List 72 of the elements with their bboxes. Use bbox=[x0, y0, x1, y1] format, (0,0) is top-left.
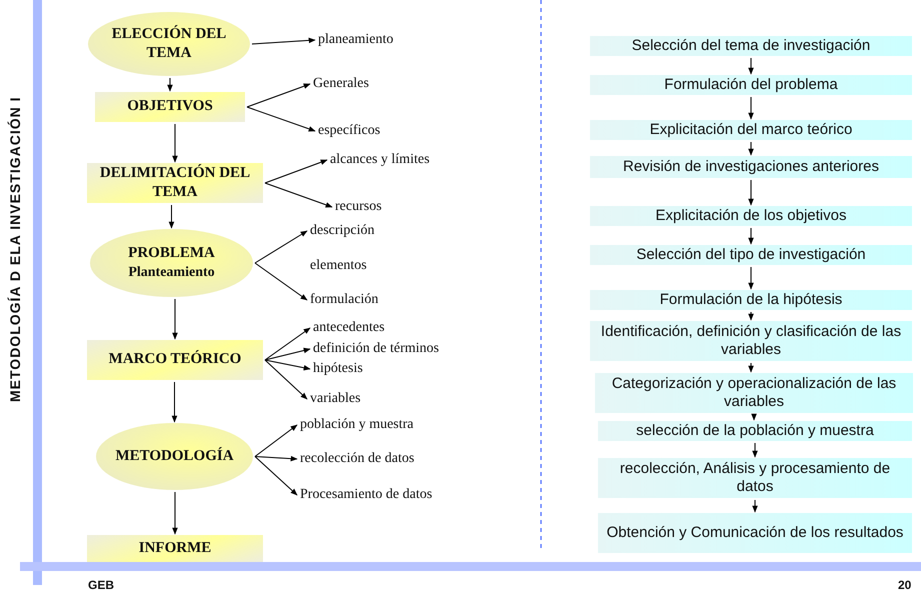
arrow bbox=[264, 328, 311, 360]
branch-label: recursos bbox=[335, 199, 382, 215]
arrow bbox=[748, 96, 754, 120]
step-box: Explicitación de los objetivos bbox=[590, 206, 912, 226]
arrow bbox=[172, 124, 178, 163]
arrow bbox=[254, 456, 298, 496]
branch-label: hipótesis bbox=[313, 361, 363, 377]
branch-label: elementos bbox=[310, 258, 367, 274]
branch-label: antecedentes bbox=[313, 320, 385, 336]
footer-text: GEB bbox=[88, 578, 114, 592]
branch-label: Generales bbox=[313, 76, 369, 92]
arrow bbox=[172, 382, 178, 423]
arrow bbox=[748, 312, 754, 321]
branch-label: alcances y límites bbox=[330, 152, 430, 168]
arrow bbox=[751, 414, 757, 421]
process-box bbox=[87, 163, 263, 203]
step-box: Selección del tema de investigación bbox=[590, 36, 912, 56]
step-box: Formulación del problema bbox=[590, 75, 912, 95]
node-title: DELIMITACIÓN DEL TEMA bbox=[98, 164, 252, 202]
arrow bbox=[264, 360, 311, 370]
node-title: OBJETIVOS bbox=[127, 97, 213, 116]
branch-label: recolección de datos bbox=[300, 451, 414, 467]
process-box bbox=[95, 92, 245, 122]
step-box: selección de la población y muestra bbox=[598, 421, 912, 441]
arrow bbox=[254, 456, 298, 462]
arrow bbox=[172, 298, 178, 340]
arrow bbox=[748, 266, 754, 290]
step-box: Categorización y operacionalización de las variables bbox=[595, 373, 913, 413]
step-box: Selección del tipo de investigación bbox=[590, 245, 912, 265]
arrow bbox=[752, 500, 758, 513]
step-box: Identificación, definición y clasificación de las variables bbox=[590, 321, 912, 361]
arrow bbox=[748, 228, 754, 245]
arrow bbox=[264, 348, 311, 360]
branch-label: población y muestra bbox=[300, 417, 414, 433]
arrow bbox=[264, 160, 328, 184]
process-box bbox=[87, 340, 263, 380]
branch-label: variables bbox=[310, 391, 361, 407]
branch-label: Procesamiento de datos bbox=[300, 487, 432, 503]
step-box: Explicitación del marco teórico bbox=[590, 120, 912, 140]
arrow bbox=[264, 360, 308, 400]
arrow bbox=[168, 204, 174, 229]
node-title: PROBLEMA bbox=[128, 244, 215, 264]
arrow bbox=[246, 84, 311, 108]
subtitle-text: Planteamiento bbox=[128, 264, 215, 282]
arrow bbox=[246, 106, 316, 132]
node-title: MARCO TEÓRICO bbox=[108, 350, 242, 370]
process-box bbox=[87, 535, 263, 562]
step-box: Revisión de investigaciones anteriores bbox=[590, 156, 912, 178]
page-number: 20 bbox=[898, 578, 912, 592]
node-title: METODOLOGÍA bbox=[115, 446, 234, 466]
step-box: Formulación de la hipótesis bbox=[590, 290, 912, 310]
arrow bbox=[748, 142, 754, 156]
branch-label: descripción bbox=[310, 223, 375, 239]
arrow bbox=[252, 38, 316, 44]
arrow bbox=[752, 442, 758, 458]
arrow bbox=[264, 182, 333, 208]
node-title: ELECCIÓN DEL TEMA bbox=[110, 24, 228, 63]
arrow bbox=[748, 180, 754, 206]
step-box: Obtención y Comunicación de los resultados bbox=[598, 513, 912, 553]
branch-label: formulación bbox=[310, 292, 378, 308]
branch-label: planeamiento bbox=[318, 32, 394, 48]
branch-label: definición de términos bbox=[313, 341, 439, 357]
branch-label: específicos bbox=[318, 123, 380, 139]
arrow bbox=[748, 58, 754, 75]
arrow bbox=[254, 230, 308, 264]
slide-title: METODOLOGÍA D ELA INVESTIGACIÓN I bbox=[7, 96, 23, 402]
node-title: INFORME bbox=[138, 538, 212, 558]
arrow bbox=[254, 262, 308, 300]
arrow bbox=[172, 492, 178, 535]
step-box: recolección, Análisis y procesamiento de datos bbox=[598, 458, 912, 498]
arrow bbox=[748, 362, 754, 373]
arrow bbox=[167, 78, 173, 92]
